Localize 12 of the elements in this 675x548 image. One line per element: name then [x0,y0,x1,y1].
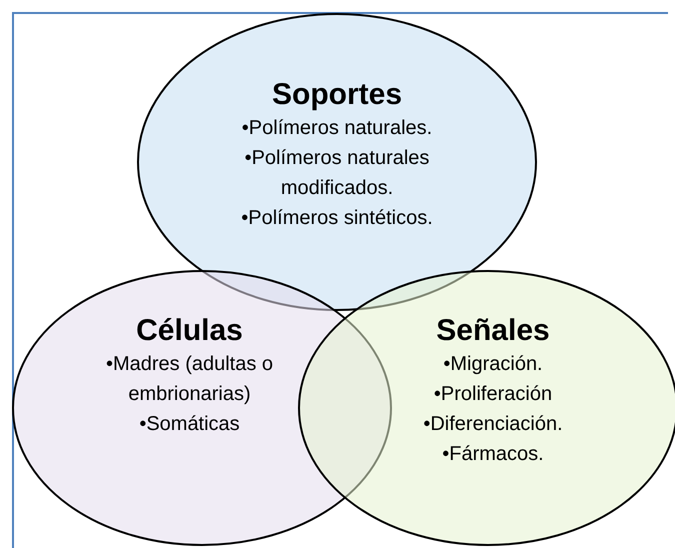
bullet-item: •Madres (adultas o embrionarias) [104,352,274,407]
bullet-item: •Fármacos. [441,442,545,467]
bullet-item: •Proliferación [432,382,554,407]
bullet-item: •Diferenciación. [422,412,564,437]
bullet-item: •Somáticas [138,412,241,437]
circle-heading: Soportes [270,77,404,113]
bullet-item: •Polímeros sintéticos. [240,206,434,231]
bullet-item: •Polímeros naturales modificados. [244,146,430,201]
bullet-item: •Migración. [442,352,544,377]
circle-heading: Señales [435,313,551,349]
circle-heading: Células [135,313,244,349]
bullet-item: •Polímeros naturales. [240,116,434,141]
